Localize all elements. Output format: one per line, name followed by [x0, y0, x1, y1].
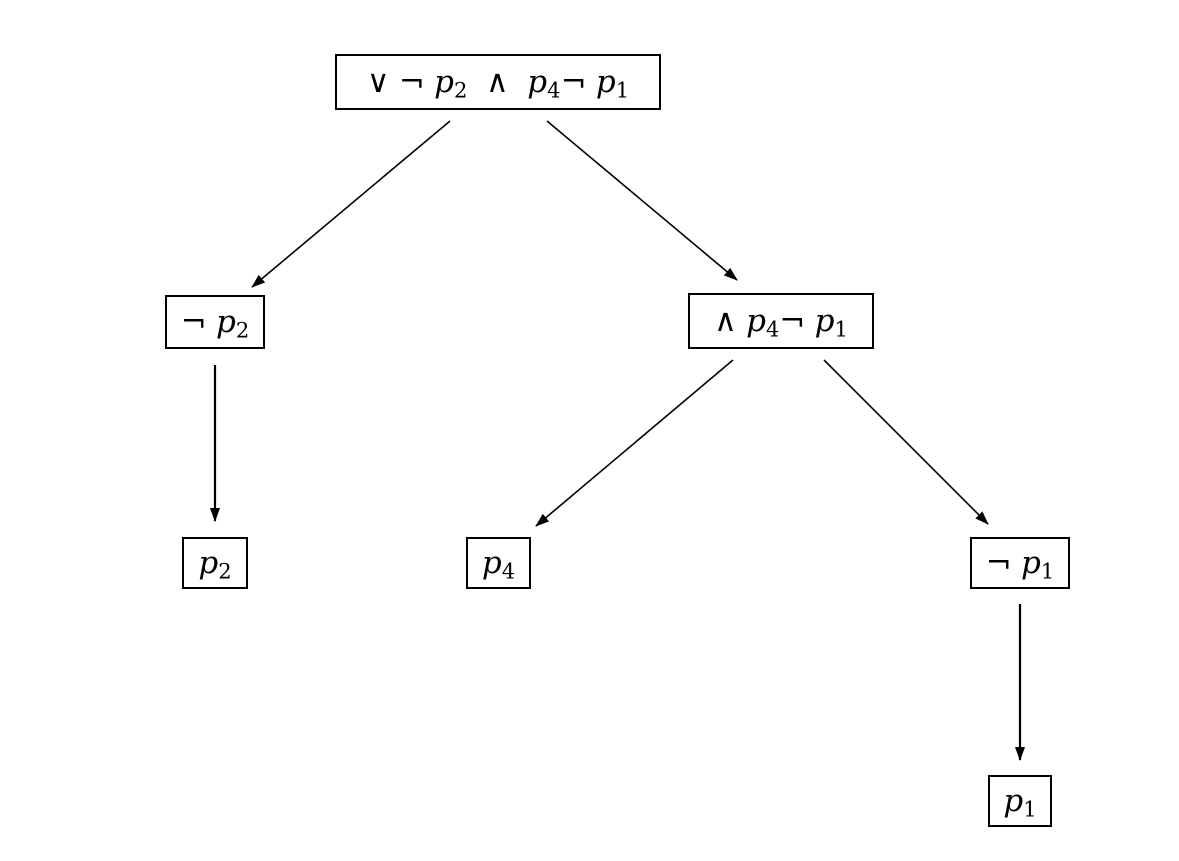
node-label: p4: [481, 545, 516, 584]
node-label: p1: [1003, 783, 1037, 822]
node-not-p2: ¬p2: [165, 295, 265, 349]
node-label: ¬p2: [180, 304, 250, 343]
edge-root-to-not-p2: [251, 120, 451, 288]
node-label: ¬p1: [985, 545, 1055, 584]
node-p2: p2: [182, 537, 248, 589]
edge-and-p4-not-p1-to-p4: [535, 359, 734, 527]
node-label: ∧p4¬p1: [714, 303, 848, 342]
node-p4: p4: [466, 537, 531, 589]
node-label: ∨¬p2∧p4¬p1: [366, 64, 630, 103]
node-label: p2: [198, 545, 232, 584]
node-p1: p1: [988, 775, 1052, 827]
node-root: ∨¬p2∧p4¬p1: [335, 54, 661, 110]
node-not-p1: ¬p1: [970, 537, 1070, 589]
node-and-p4-not-p1: ∧p4¬p1: [688, 293, 874, 349]
edge-root-to-and-p4-not-p1: [546, 120, 738, 281]
edge-and-p4-not-p1-to-not-p1: [823, 359, 989, 525]
